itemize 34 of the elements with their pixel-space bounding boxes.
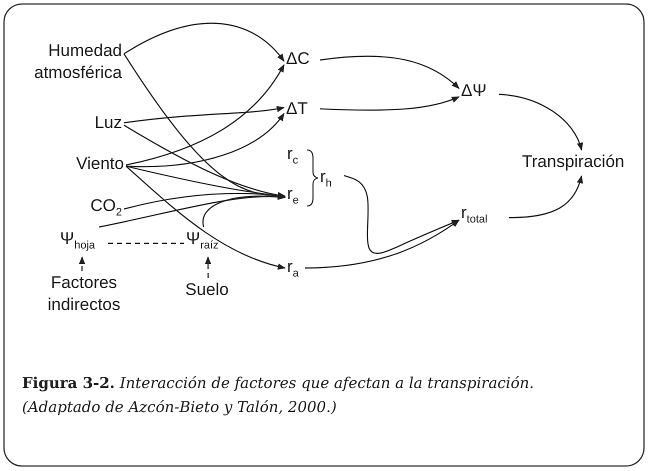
node-label: ΔT [286,98,309,120]
node-label: CO$_{2}$ [89,195,122,220]
node-label: Luz [94,112,122,134]
figure-caption: Figura 3-2. Interacción de factores que afectan a la transpiración. (Adaptado de Azcón-Bieto y Talón, 2000.) [22,373,536,418]
arrow [304,220,460,269]
arrow [126,64,285,166]
node-label: r$_{a}$ [287,256,300,282]
arrow [320,96,460,111]
node-label: r$_{c}$ [287,143,300,168]
dashed-arrow [78,256,86,271]
node-label: ΔΨ [461,80,488,102]
node-label: Humedad atmosférica [33,40,122,84]
dashed-arrow [204,256,212,278]
arrow [126,112,284,168]
arrow [124,22,284,62]
node-label: Suelo [184,279,230,301]
node-label: ΔC [286,48,311,70]
arrow [124,192,286,210]
arrow [126,166,286,199]
node-label: r$_{e}$ [287,183,300,208]
arrow [498,94,583,151]
node-label: r$_{h}$ [320,166,333,192]
node-label: Ψ$_{hoja}$ [60,228,96,254]
node-label: Viento [75,153,124,175]
node-label: r$_{total}$ [461,202,488,228]
node-label: Factores indirectos [46,272,122,316]
arrow [124,106,285,124]
arrow [320,56,460,89]
node-label: Transpiración [522,151,626,173]
node-label: Ψ$_{raíz}$ [186,228,220,254]
arrow [344,175,460,254]
arrow [126,166,286,270]
arrow [508,175,583,218]
arrow [202,194,286,228]
